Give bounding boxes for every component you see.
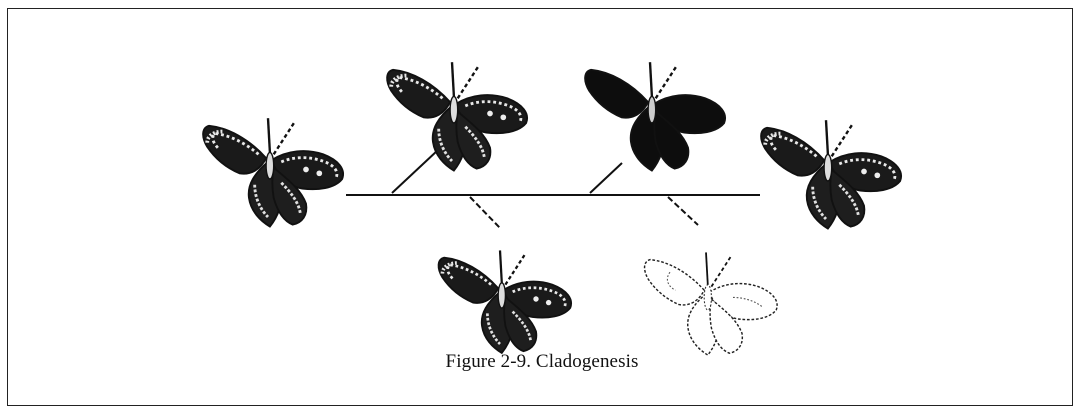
- butterfly-right-end: [761, 120, 901, 228]
- branch-upper-left: [392, 150, 438, 193]
- butterfly-ancestor: [203, 118, 343, 226]
- butterfly-upper-left: [387, 62, 527, 170]
- branch-upper-middle: [590, 163, 622, 193]
- branch-lower-left: [470, 197, 500, 228]
- butterfly-lower-right: [645, 252, 778, 355]
- figure-caption: Figure 2-9. Cladogenesis: [0, 351, 1084, 373]
- butterfly-upper-middle: [585, 62, 725, 170]
- butterfly-lower-left: [439, 250, 572, 353]
- branch-lower-right: [668, 197, 698, 225]
